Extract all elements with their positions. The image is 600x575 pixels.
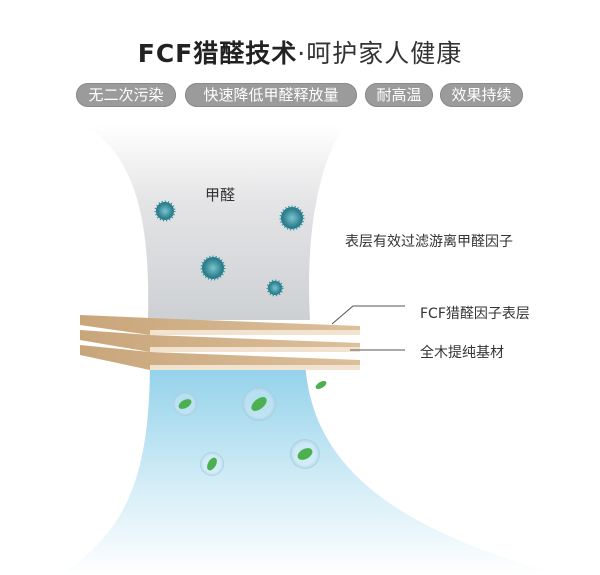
page-title: FCF猎醛技术·呵护家人健康 [0, 34, 600, 70]
board-bottom [80, 345, 360, 370]
leaf-bubble-icon [173, 392, 197, 416]
virus-icon [154, 200, 176, 222]
leaf-bubble-icon [200, 452, 224, 476]
virus-icon [200, 255, 226, 281]
formaldehyde-particles [154, 200, 305, 297]
board-middle [80, 330, 360, 352]
leaf-icon [315, 381, 327, 389]
leader-line-top [331, 305, 405, 325]
title-light: 呵护家人健康 [306, 39, 463, 68]
formaldehyde-label: 甲醛 [205, 186, 236, 204]
layer-base-label: 全木提纯基材 [420, 345, 504, 361]
virus-icon [279, 205, 305, 231]
tag-no-pollution: 无二次污染 [76, 83, 176, 107]
layer-top-label: FCF猎醛因子表层 [420, 306, 530, 322]
clean-bubbles [173, 381, 327, 476]
wood-board-layers [80, 315, 360, 370]
tag-reduce-formaldehyde: 快速降低甲醛释放量 [185, 83, 357, 107]
tag-heat-resistant: 耐高温 [365, 83, 433, 107]
leaf-bubble-icon [242, 387, 276, 421]
leaf-bubble-icon [290, 439, 320, 469]
virus-icon [266, 279, 284, 297]
tag-lasting-effect: 效果持续 [440, 83, 523, 107]
polluted-air-stream [85, 125, 345, 320]
filter-caption: 表层有效过滤游离甲醛因子 [345, 234, 513, 250]
title-separator: · [297, 39, 307, 68]
title-bold: FCF猎醛技术 [137, 39, 298, 68]
